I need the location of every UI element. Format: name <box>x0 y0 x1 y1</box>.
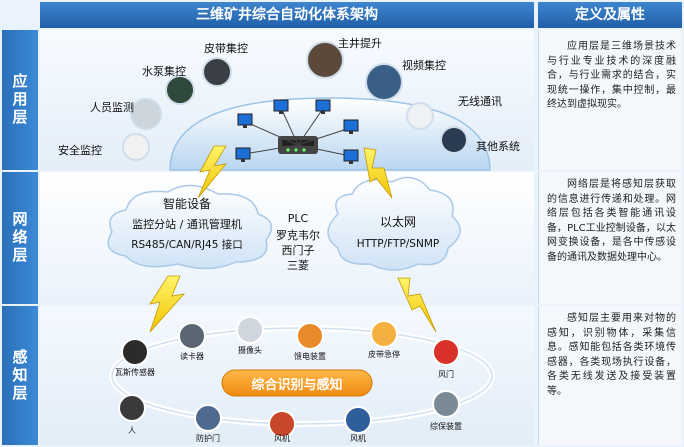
sensor-label-protective-door: 防护门 <box>196 434 220 443</box>
ethernet-title: 以太网 <box>379 215 416 229</box>
perception-center-pill <box>221 369 373 397</box>
smart-device-interfaces: RS485/CAN/RJ45 接口 <box>131 239 243 251</box>
app-label-pump-control: 水泵集控 <box>142 65 186 78</box>
plc-siemens: 西门子 <box>281 244 315 257</box>
description-perception: 感知层主要用来对物的感知，识别物体，采集信息。感知能包括各类环境传感器，各类现场… <box>538 306 682 445</box>
layer-label-perception: 感知层 <box>2 306 38 445</box>
app-label-personnel-monitoring: 人员监测 <box>90 101 134 114</box>
plc-rockwell: 罗克韦尔 <box>276 229 320 242</box>
sensor-label-feeder: 馈电装置 <box>294 352 326 361</box>
layer-label-network: 网络层 <box>2 172 38 304</box>
sensor-label-gas: 瓦斯传感器 <box>115 368 155 377</box>
sensor-device-icons <box>118 316 460 438</box>
definition-header: 定义及属性 <box>538 2 682 28</box>
description-application: 应用层是三维场景技术与行业专业技术的深度融合，与行业需求的结合，实现统一操作，集… <box>538 30 682 170</box>
application-photos <box>122 41 468 161</box>
sensor-label-fan-1: 风机 <box>274 434 290 443</box>
sensor-label-belt-stop: 皮带急停 <box>368 350 400 359</box>
sensor-label-air-door: 风门 <box>438 370 454 379</box>
sensor-label-person: 人 <box>128 426 136 435</box>
smart-device-title: 智能设备 <box>162 197 211 211</box>
app-label-safety-monitoring: 安全监控 <box>58 144 102 157</box>
app-label-video-control: 视频集控 <box>402 59 446 72</box>
app-label-belt-control: 皮带集控 <box>204 42 248 55</box>
plc-title: PLC <box>287 212 309 225</box>
lightning-bolt-icons <box>149 145 437 333</box>
ethernet-protocols: HTTP/FTP/SNMP <box>356 238 440 250</box>
diagram-title: 三维矿井综合自动化体系架构 <box>40 2 534 28</box>
ethernet-cloud <box>327 176 461 271</box>
sensor-label-card-reader: 读卡器 <box>180 352 204 361</box>
plc-mitsubishi: 三菱 <box>287 259 309 272</box>
layer-label-application: 应用层 <box>2 30 38 170</box>
monitor-icons <box>235 99 359 164</box>
app-label-wireless-comm: 无线通讯 <box>458 95 502 108</box>
perception-center-label: 综合识别与感知 <box>251 378 343 393</box>
app-label-main-shaft-hoist: 主井提升 <box>338 37 382 50</box>
app-label-other-systems: 其他系统 <box>476 140 520 153</box>
smart-device-cloud <box>107 184 273 270</box>
sensor-label-protection-device: 综保装置 <box>430 422 462 431</box>
sensor-label-camera: 摄像头 <box>238 346 262 355</box>
sensor-label-fan-2: 风机 <box>350 434 366 443</box>
description-network: 网络层是将感知层获取的信息进行传递和处理。网络层包括各类智能通讯设备，PLC工业… <box>538 172 682 304</box>
smart-device-substation: 监控分站 / 通讯管理机 <box>132 218 242 231</box>
